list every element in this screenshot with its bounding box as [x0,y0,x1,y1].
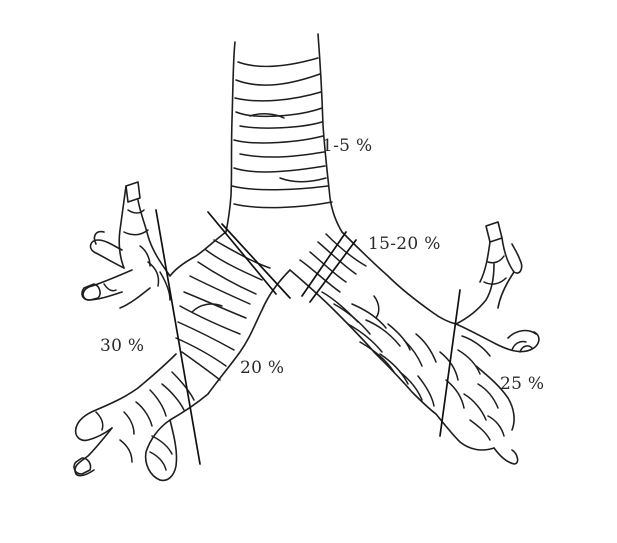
cut-line-right-lobar [440,290,460,436]
label-right-lobar-percent: 25 % [500,374,544,394]
label-right-main-bronchus-percent: 15-20 % [368,234,441,254]
label-left-lobar-percent: 30 % [100,336,144,356]
label-trachea-percent: 1-5 % [322,136,372,156]
cut-line-right-main-upper [302,232,346,296]
right-main-bronchus [290,232,456,414]
cut-line-right-main-lower [310,240,356,302]
cut-line-left-main-lower [222,224,290,298]
cut-line-left-main-upper [208,212,276,294]
trachea [226,34,342,232]
right-lobar-branches [436,222,539,464]
left-lobar-branches [74,182,208,480]
label-left-main-bronchus-percent: 20 % [240,358,284,378]
